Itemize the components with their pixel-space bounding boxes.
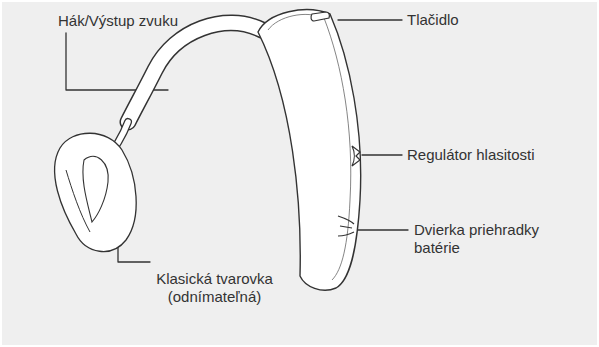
hook [128, 23, 262, 122]
earmold-canal [83, 156, 108, 222]
leader-line [338, 19, 402, 20]
part-label: Hák/Výstup zvuku [58, 12, 228, 30]
volume-wheel [352, 146, 360, 166]
part-label: Tlačidlo [407, 11, 557, 29]
leader-line [362, 154, 402, 155]
earmold-edge [66, 170, 90, 232]
battery-door [338, 216, 354, 236]
body-ridge [268, 14, 351, 280]
part-label: Regulátor hlasitosti [407, 146, 587, 164]
part-label: Klasická tvarovka (odnímateľná) [152, 270, 277, 306]
push-button [311, 12, 329, 21]
leader-line [352, 229, 408, 230]
earmold [55, 133, 137, 251]
device-body [258, 10, 361, 291]
part-label: Dvierka priehradky batérie [414, 221, 564, 257]
hook [128, 23, 262, 122]
